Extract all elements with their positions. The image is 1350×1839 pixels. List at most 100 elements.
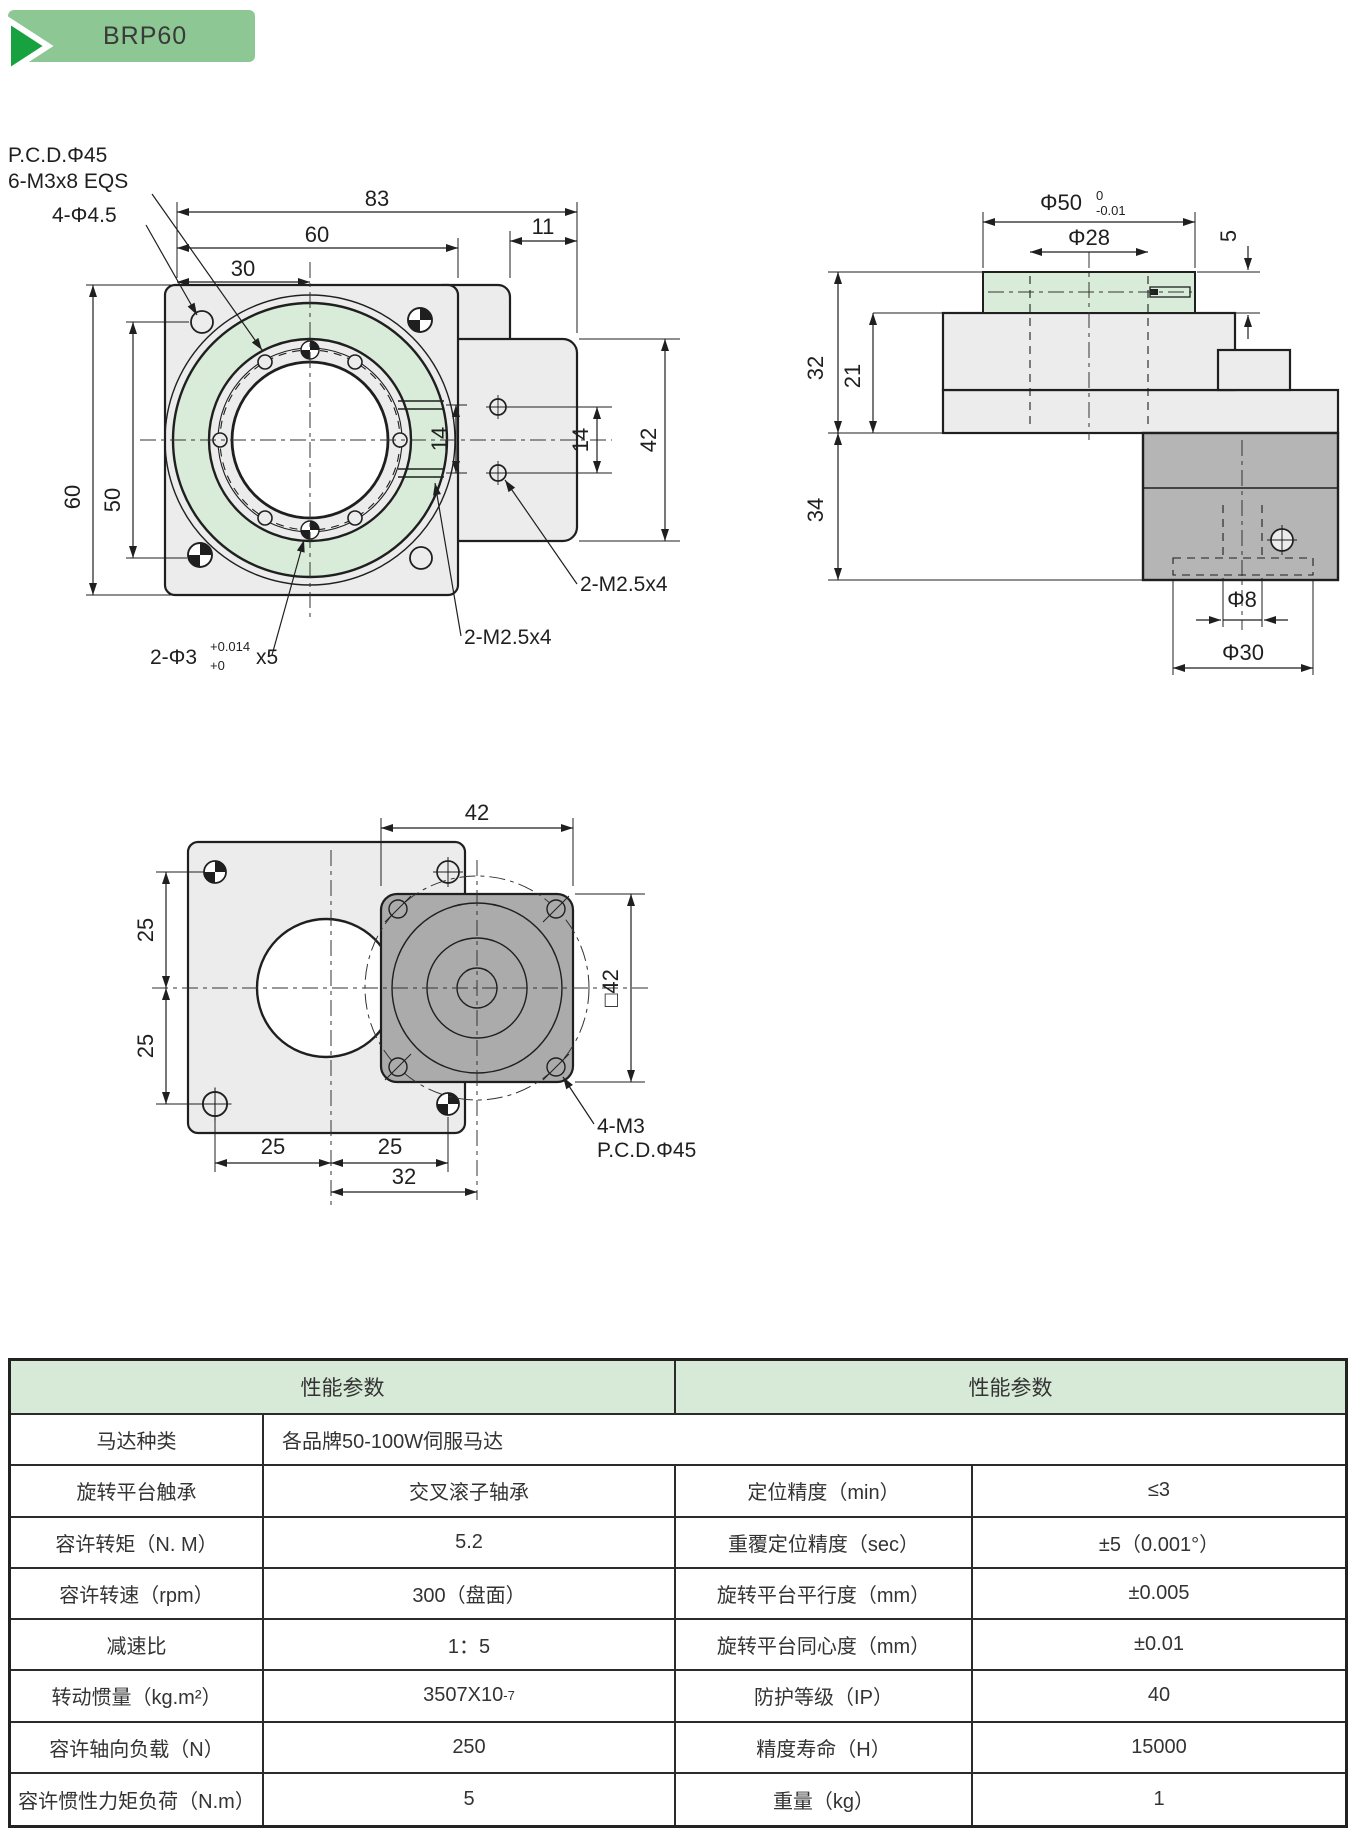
motor-pcd-label: P.C.D.Φ45 [597, 1139, 696, 1162]
ring-slots [398, 400, 444, 478]
spec-label-cell: 容许轴向负载（N） [11, 1722, 264, 1774]
ring-taps-label: 2-M2.5x4 [464, 626, 552, 649]
spec-label-cell: 重覆定位精度（sec） [676, 1517, 973, 1569]
spec-value-cell: 交叉滚子轴承 [264, 1466, 676, 1518]
spec-value-cell: 5 [264, 1773, 676, 1825]
spec-label-cell: 转动惯量（kg.m²） [11, 1671, 264, 1723]
m3-hole [347, 510, 363, 526]
eqs-label: 6-M3x8 EQS [8, 170, 128, 193]
dim-upper-height: 32 [803, 356, 828, 380]
spec-label-cell: 旋转平台触承 [11, 1466, 264, 1518]
dim-half-width: 30 [231, 256, 255, 281]
dim-plate-width: 60 [305, 222, 329, 247]
leader-line [562, 1076, 595, 1125]
leader-line [151, 193, 263, 351]
leader-line [145, 224, 198, 316]
pin-label-sup: +0.014 [210, 639, 250, 654]
technical-drawings: 83 60 30 11 60 50 14 [8, 144, 1340, 1205]
motor-taps-label: 4-M3 [597, 1115, 645, 1138]
corner-hole [190, 310, 214, 334]
bottom-view-dimensions: 42 25 25 25 25 32 □42 [133, 800, 645, 1196]
spec-value-cell: 300（盘面） [264, 1568, 676, 1620]
corner-datum-mark [407, 307, 433, 333]
motor-section [1141, 431, 1340, 582]
dim-plate-height: 60 [60, 485, 85, 509]
table-header-left: 性能参数 [11, 1361, 676, 1415]
inertia-value: 3507X10 [423, 1684, 504, 1707]
model-name: BRP60 [103, 21, 188, 50]
spec-value-cell: ±0.005 [973, 1568, 1345, 1620]
input-block [1216, 348, 1292, 392]
corner-holes-label: 4-Φ4.5 [52, 204, 117, 227]
base-flange-section [941, 388, 1340, 435]
spec-label-cell: 重量（kg） [676, 1773, 973, 1825]
corner-datum-mark [203, 860, 227, 884]
dim-table-dia-sup: 0 [1096, 188, 1103, 203]
pilot-hidden-line [1172, 557, 1314, 576]
spec-value-cell: 1：5 [264, 1620, 676, 1672]
dim-table-dia: Φ50 [1040, 190, 1082, 215]
spec-label-cell: 容许转速（rpm） [11, 1568, 264, 1620]
leader-line [504, 479, 578, 585]
spec-label-cell: 减速比 [11, 1620, 264, 1672]
m3-hole [347, 354, 363, 370]
dim-slot-pitch: 14 [427, 427, 452, 451]
spec-value-cell: 250 [264, 1722, 676, 1774]
corner-datum-mark [436, 1092, 460, 1116]
dim-lower-height: 34 [803, 498, 828, 522]
dim-total-width: 83 [365, 186, 389, 211]
dim-left-pitch-bottom: 25 [133, 1034, 158, 1058]
spec-label-cell: 旋转平台同心度（mm） [676, 1620, 973, 1672]
spec-value-cell: 15000 [973, 1722, 1345, 1774]
leader-line [433, 482, 462, 637]
dim-ear-hole-pitch: 14 [568, 428, 593, 452]
dim-left-pitch-top: 25 [133, 918, 158, 942]
spec-value-cell: 5.2 [264, 1517, 676, 1569]
spec-value-cell: 3507X10-7 [264, 1671, 676, 1723]
spec-value-cell: 各品牌50-100W伺服马达 [264, 1415, 1345, 1467]
dim-boss-dia: Φ28 [1068, 225, 1110, 250]
bottom-view-drawing: 42 25 25 25 25 32 □42 [133, 800, 696, 1205]
side-view-drawing: Φ50 0 -0.01 Φ28 5 32 21 34 [803, 188, 1340, 675]
dim-tab-width: 11 [532, 214, 555, 239]
spec-value-cell: 40 [973, 1671, 1345, 1723]
front-view-dimensions: 83 60 30 11 60 50 14 [60, 186, 680, 596]
spec-label-cell: 旋转平台平行度（mm） [676, 1568, 973, 1620]
bottom-view-labels: 4-M3 P.C.D.Φ45 [562, 1076, 696, 1162]
spec-label-cell: 定位精度（min） [676, 1466, 973, 1518]
dim-pilot-dia: Φ30 [1222, 640, 1264, 665]
spec-label-cell: 容许转矩（N. M） [11, 1517, 264, 1569]
m3-hole [257, 354, 273, 370]
dim-table-dia-sub: -0.01 [1096, 203, 1126, 218]
m3-hole [257, 510, 273, 526]
spec-label-cell: 防护等级（IP） [676, 1671, 973, 1723]
dim-body-height: 21 [840, 364, 865, 388]
pin-label-sub: +0 [210, 658, 225, 673]
spec-label-cell: 容许惯性力矩负荷（N.m） [11, 1773, 264, 1825]
dim-hole-pitch: 50 [100, 488, 125, 512]
table-header-right: 性能参数 [676, 1361, 1345, 1415]
dim-bottom-pitch-right: 25 [378, 1134, 402, 1159]
spec-value-cell: ±5（0.001°） [973, 1517, 1345, 1569]
dim-bottom-pitch-left: 25 [261, 1134, 285, 1159]
dim-ear-height: 42 [636, 428, 661, 452]
dim-shaft-dia: Φ8 [1227, 587, 1257, 612]
side-view-dimensions: Φ50 0 -0.01 Φ28 5 32 21 34 [803, 188, 1314, 675]
leader-line [271, 539, 305, 656]
dim-motor-width: 42 [465, 800, 489, 825]
corner-datum-mark [187, 542, 213, 568]
pcd-label: P.C.D.Φ45 [8, 144, 107, 167]
spec-value-cell: 1 [973, 1773, 1345, 1825]
chevron-right-icon [5, 14, 54, 78]
spec-value-cell: ±0.01 [973, 1620, 1345, 1672]
pin-label-tail: x5 [256, 646, 278, 669]
ear-taps-label: 2-M2.5x4 [580, 573, 668, 596]
corner-hole [409, 546, 433, 570]
model-badge: BRP60 [5, 10, 255, 78]
spec-label-cell: 精度寿命（H） [676, 1722, 973, 1774]
spec-table: 性能参数 性能参数 马达种类 各品牌50-100W伺服马达 旋转平台触承 交叉滚… [8, 1358, 1348, 1828]
dim-center-offset: 32 [392, 1164, 416, 1189]
dim-motor-square: □42 [598, 969, 623, 1007]
spec-value-cell: ≤3 [973, 1466, 1345, 1518]
